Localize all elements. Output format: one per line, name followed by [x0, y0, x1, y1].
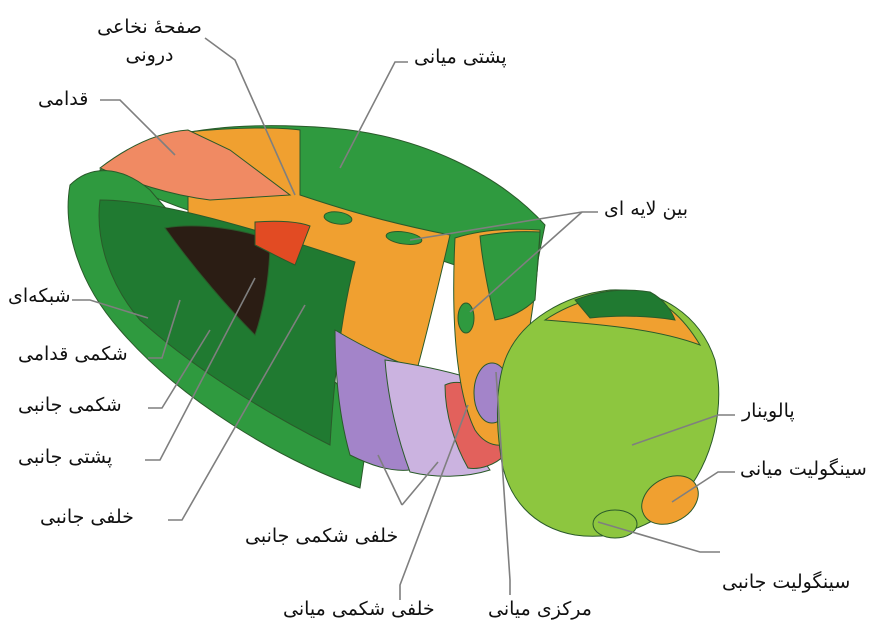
- label-medial-geniculate: سینگولیت میانی: [740, 460, 867, 479]
- label-lateral-geniculate: سینگولیت جانبی: [722, 573, 850, 592]
- label-ventral-posterolateral: خلفی شکمی جانبی: [245, 527, 398, 546]
- label-internal-medullary-lamina: صفحهٔ نخاعی درونی: [82, 14, 217, 69]
- label-centromedian: مرکزی میانی: [488, 600, 592, 619]
- label-reticular: شبکه‌ای: [8, 287, 70, 306]
- label-ventral-posteromedial: خلفی شکمی میانی: [283, 600, 435, 619]
- pulvinar-top: [575, 290, 675, 320]
- label-anterior: قدامی: [38, 90, 88, 109]
- intralaminar-oval-3: [458, 303, 474, 333]
- label-pulvinar: پالوینار: [742, 402, 795, 421]
- label-ventral-anterior: شکمی قدامی: [18, 345, 128, 364]
- thalamus-regions: [68, 126, 719, 538]
- label-ventral-lateral: شکمی جانبی: [18, 396, 122, 415]
- label-lateral-dorsal: پشتی جانبی: [18, 448, 112, 467]
- label-dorsomedial: پشتی میانی: [414, 48, 507, 67]
- label-intralaminar: بین لایه ای: [604, 200, 688, 219]
- lateral-geniculate-region: [593, 510, 637, 538]
- label-lateral-posterior: خلفی جانبی: [40, 508, 134, 527]
